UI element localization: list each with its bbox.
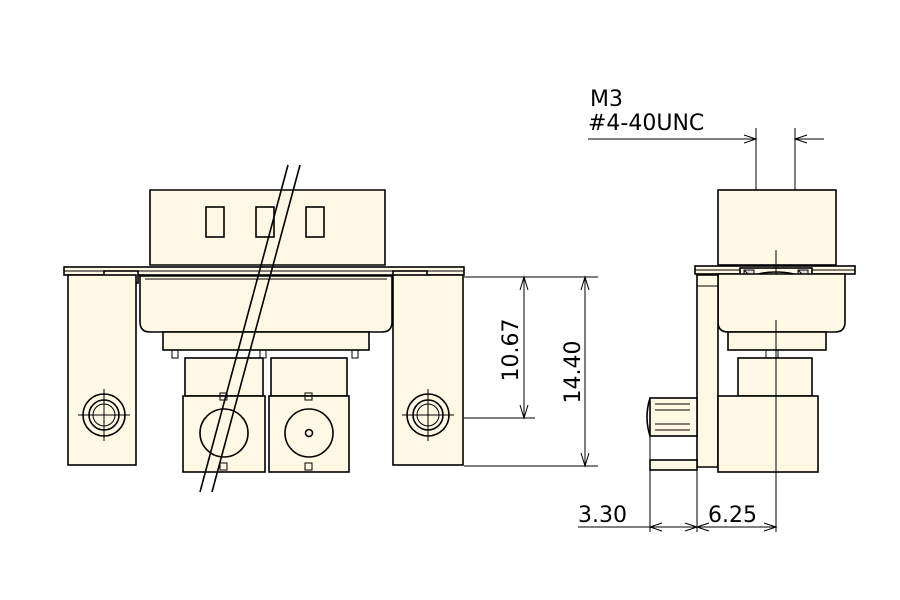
coax-housing-right-lower <box>268 395 350 473</box>
front-view <box>63 164 465 493</box>
dim-label-offset-left: 3.30 <box>578 503 627 528</box>
insulator-body <box>139 275 393 333</box>
coax-housing-left-lower <box>182 395 266 473</box>
mounting-hole-right <box>402 389 454 441</box>
break-line-1 <box>199 164 289 493</box>
side-view: M3 #4-40UNC <box>588 87 856 532</box>
coax-contact-right <box>284 408 334 458</box>
dim-label-offset-right: 6.25 <box>708 503 757 528</box>
side-bracket <box>696 274 719 468</box>
side-shell <box>717 189 837 266</box>
lower-step <box>162 331 370 351</box>
dim-label-height-inner: 10.67 <box>499 319 524 382</box>
dsub-shell <box>149 189 386 266</box>
coax-housing-right-upper <box>270 357 348 397</box>
callout-thread-metric: M3 <box>590 87 623 112</box>
dim-label-height-outer: 14.40 <box>561 341 586 404</box>
mounting-hole-left <box>78 389 130 441</box>
bracket-left <box>67 274 137 466</box>
break-line-2 <box>211 164 301 493</box>
side-insulator <box>717 273 846 333</box>
boardlock-pin <box>646 397 698 471</box>
side-dimensions: 3.30 6.25 <box>578 503 778 532</box>
coax-housing-left-upper <box>184 357 264 397</box>
side-lower-step <box>727 331 827 351</box>
contact-window-3 <box>305 206 325 238</box>
coax-contact-left <box>199 408 249 458</box>
side-coax-upper <box>737 357 813 397</box>
contact-window-1 <box>205 206 225 238</box>
side-coax-lower <box>717 395 819 473</box>
contact-window-2 <box>255 206 275 238</box>
front-dimensions: 10.67 14.40 <box>464 275 598 468</box>
callout-thread-unc: #4-40UNC <box>588 111 704 136</box>
